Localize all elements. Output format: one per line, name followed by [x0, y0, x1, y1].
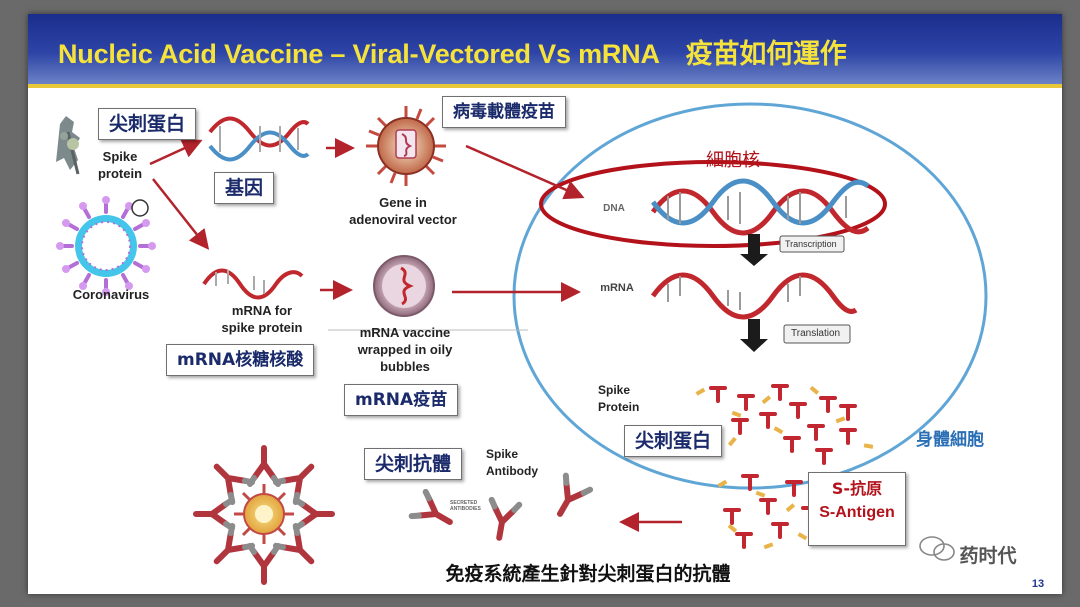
slide-title-en: Nucleic Acid Vaccine – Viral-Vectored Vs…: [58, 39, 660, 69]
dna-helix: [650, 178, 870, 236]
coronavirus-illustration: [56, 196, 156, 296]
secreted-antibodies: [412, 476, 590, 541]
mrna-spike-strand: [202, 268, 304, 300]
neutralized-virus: [196, 448, 332, 582]
translation-box: [783, 324, 851, 344]
tag-viral-vector-vaccine: 病毒載體疫苗: [442, 96, 566, 128]
watermark-text: 药时代: [959, 545, 1017, 567]
s-antigen-en: S-Antigen: [819, 504, 895, 521]
label-coronavirus: Coronavirus: [72, 287, 150, 302]
gene-helix: [208, 116, 310, 162]
slide-title: Nucleic Acid Vaccine – Viral-Vectored Vs…: [58, 32, 847, 71]
tag-mrna-vaccine: mRNA疫苗: [344, 384, 459, 416]
label-nucleus: 細胞核: [706, 150, 760, 171]
tag-spike-protein: 尖刺蛋白: [98, 108, 197, 140]
slide-title-zh: 疫苗如何運作: [685, 39, 847, 69]
nucleus-outline: [539, 160, 887, 248]
label-body-cell: 身體細胞: [916, 430, 984, 450]
label-translation: Translation: [791, 328, 841, 339]
s-antigen-zh: S-抗原: [831, 479, 883, 498]
tag-s-antigen: S-抗原 S-Antigen: [808, 472, 906, 546]
slide: Nucleic Acid Vaccine – Viral-Vectored Vs…: [28, 14, 1062, 594]
label-dna: DNA: [603, 203, 625, 214]
label-spike-protein: Spike protein: [97, 149, 143, 181]
page-number: 13: [1031, 578, 1045, 590]
label-spike-antibody: Spike Antibody: [486, 447, 538, 478]
tag-mrna-nucleotide: mRNA核糖核酸: [166, 344, 315, 376]
transcription-box: [779, 235, 845, 253]
flow-arrows: [149, 138, 682, 532]
label-secreted-antibodies: SECRETED ANTIBODIES: [450, 500, 481, 512]
transcription-arrow: [740, 234, 768, 266]
label-transcription: Transcription: [785, 239, 837, 249]
mrna-vaccine-bubble: [373, 255, 435, 317]
wechat-icon: [919, 536, 955, 561]
tag-gene: 基因: [214, 172, 275, 204]
spike-protein-cluster: [695, 384, 874, 465]
spike-protein-structure: [56, 116, 80, 175]
label-mrna-for-spike: mRNA for spike protein: [221, 303, 303, 335]
vaccine-diagram: [56, 102, 988, 594]
s-antigen-cluster: [717, 474, 819, 550]
label-mrna-vaccine-wrapped: mRNA vaccine wrapped in oily bubbles: [357, 325, 453, 374]
tag-spike-antibody: 尖刺抗體: [364, 448, 463, 480]
mrna-strand-cell: [650, 272, 858, 320]
tag-spike-protein-cell: 尖刺蛋白: [624, 425, 723, 457]
translation-arrow: [740, 319, 768, 352]
label-mrna: mRNA: [600, 282, 634, 294]
footer-caption: 免疫系統產生針對尖刺蛋白的抗體: [445, 563, 731, 585]
adenovirus-illustration: [366, 106, 446, 186]
label-spike-protein-cell: Spike Protein: [598, 383, 640, 414]
title-underline: [28, 84, 1062, 88]
title-bar: Nucleic Acid Vaccine – Viral-Vectored Vs…: [28, 14, 1062, 84]
label-gene-in-vector: Gene in adenoviral vector: [349, 195, 457, 227]
